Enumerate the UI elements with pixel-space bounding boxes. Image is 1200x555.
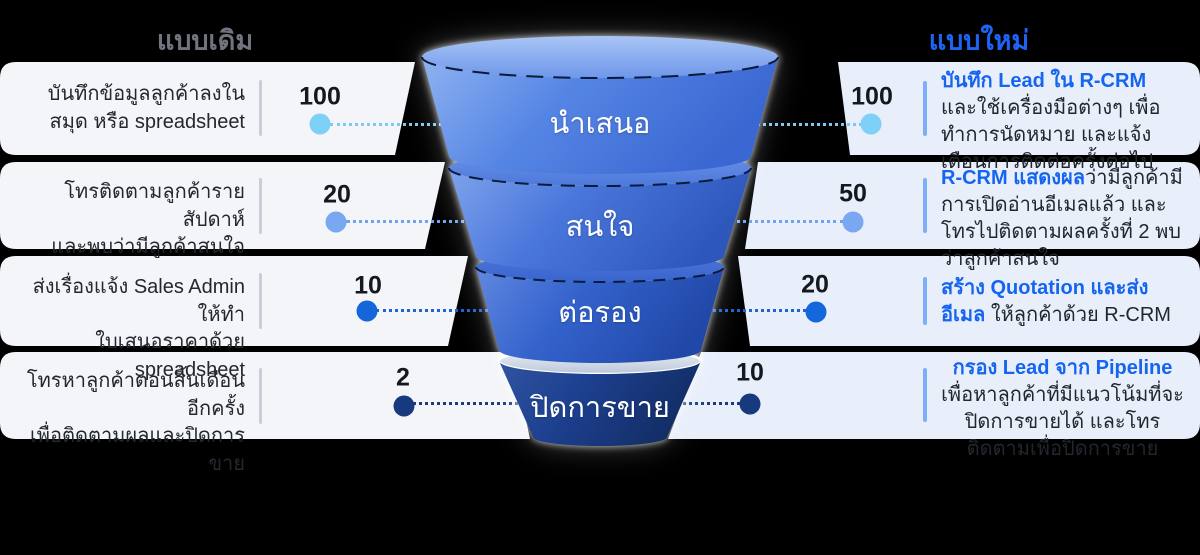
- funnel-stage-label-present: นำเสนอ: [549, 108, 651, 140]
- new-dot-4: [739, 393, 761, 415]
- accent-bar-1: [923, 81, 927, 136]
- new-process-card-1: [838, 62, 1200, 155]
- old-count-3: 10: [354, 271, 382, 300]
- new-count-1: 100: [851, 82, 893, 111]
- funnel-segment-interest: [449, 168, 751, 271]
- old-dot-3: [356, 300, 378, 322]
- new-process-card-2: [745, 162, 1200, 249]
- dashed-rim-arc-3: [475, 266, 725, 283]
- old-step-text-4: โทรหาลูกค้าตอนสิ้นเดือนอีกครั้งเพื่อติดต…: [26, 370, 245, 475]
- new-step-text-1: บันทึก Lead ใน R-CRM และใช้เครื่องมือต่า…: [941, 70, 1161, 173]
- funnel-stage-label-interest: สนใจ: [565, 211, 635, 243]
- new-step-text-2: R-CRM แสดงผลว่ามีลูกค้ามีการเปิดอ่านอีเม…: [941, 167, 1183, 270]
- old-count-2: 20: [323, 180, 351, 209]
- old-process-card-4: [0, 352, 530, 439]
- funnel-stage-label-close: ปิดการขาย: [530, 392, 670, 424]
- accent-bar-3: [923, 277, 927, 325]
- new-process-header: แบบใหม่: [928, 25, 1030, 56]
- divider-line-3: [259, 273, 262, 329]
- new-step-text-3: สร้าง Quotation และส่งอีเมล ให้ลูกค้าด้ว…: [941, 277, 1171, 326]
- dashed-rim-arc-1: [421, 56, 779, 79]
- new-dot-3: [805, 301, 827, 323]
- accent-bar-2: [923, 178, 927, 233]
- old-step-text-3: ส่งเรื่องแจ้ง Sales Admin ให้ทำใบเสนอราค…: [32, 276, 245, 381]
- accent-bar-4: [923, 368, 927, 422]
- funnel-segment-negotiate: [476, 267, 724, 363]
- old-dot-2: [325, 211, 347, 233]
- new-count-2: 50: [839, 179, 867, 208]
- old-process-card-2: [0, 162, 445, 249]
- old-dot-4: [393, 395, 415, 417]
- old-step-text-1: บันทึกข้อมูลลูกค้าลงในสมุด หรือ spreadsh…: [47, 83, 245, 133]
- old-process-header: แบบเดิม: [156, 25, 254, 56]
- funnel-stage-label-negotiate: ต่อรอง: [558, 297, 642, 329]
- divider-line-4: [259, 368, 262, 424]
- old-step-text-2: โทรติดตามลูกค้ารายสัปดาห์และพบว่ามีลูกค้…: [51, 181, 245, 258]
- funnel-segment-close: [499, 361, 701, 446]
- new-dot-1: [860, 113, 882, 135]
- divider-line-2: [259, 178, 262, 234]
- new-step-text-4: กรอง Lead จาก Pipeline เพื่อหาลูกค้าที่ม…: [941, 357, 1184, 460]
- old-dot-1: [309, 113, 331, 135]
- new-count-3: 20: [801, 270, 829, 299]
- old-process-card-1: [0, 62, 415, 155]
- funnel-rim-1: [422, 36, 778, 78]
- new-dot-2: [842, 211, 864, 233]
- old-count-4: 2: [396, 363, 410, 392]
- divider-line-1: [259, 80, 262, 136]
- new-process-card-3: [736, 256, 1200, 346]
- dashed-rim-arc-2: [448, 167, 752, 187]
- old-process-card-3: [0, 256, 468, 346]
- old-count-1: 100: [299, 82, 341, 111]
- new-count-4: 10: [736, 358, 764, 387]
- funnel-segment-present: [422, 57, 778, 174]
